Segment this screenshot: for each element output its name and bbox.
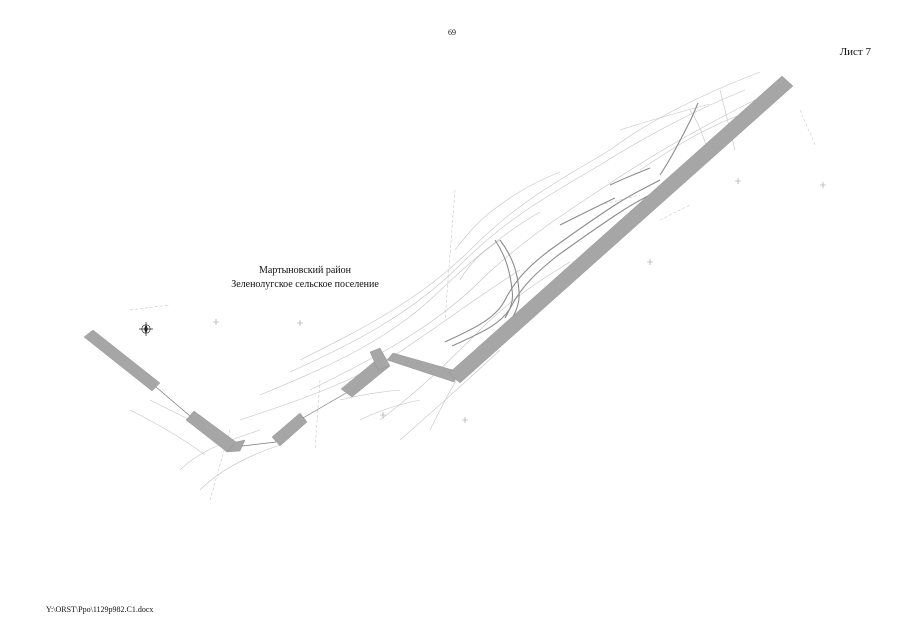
ravine-channel xyxy=(444,102,699,347)
road-corridor xyxy=(83,75,794,453)
district-name: Мартыновский район xyxy=(259,265,351,276)
page-number: 69 xyxy=(448,28,456,37)
file-path: Y:\ORST\Ppo\1129p982.C1.docx xyxy=(46,605,154,614)
map-title: Мартыновский район Зеленолугское сельско… xyxy=(210,264,400,292)
topographic-contours xyxy=(129,71,761,491)
sheet-label: Лист 7 xyxy=(839,46,871,58)
compass-icon xyxy=(139,322,153,336)
corridor-gaps xyxy=(155,386,347,447)
settlement-name: Зеленолугское сельское поселение xyxy=(231,279,379,290)
grid-crosses xyxy=(213,178,826,423)
